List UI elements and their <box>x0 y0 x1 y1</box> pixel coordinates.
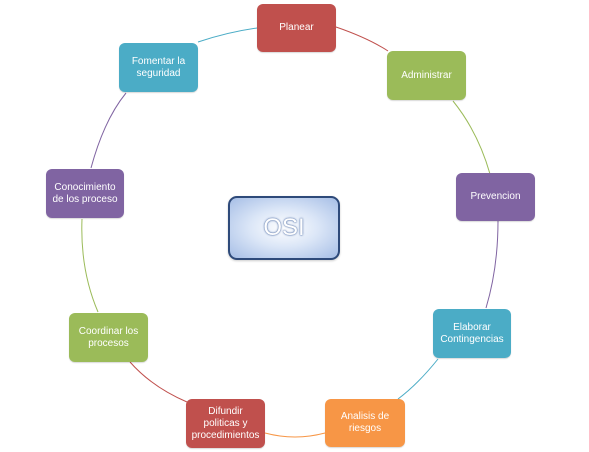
node-difundir-politicas: Difundir politicas y procedimientos <box>186 399 265 448</box>
connector-conocimiento-fomentar <box>90 92 127 169</box>
node-conocimiento-de-los-proceso: Conocimiento de los proceso <box>46 169 124 218</box>
center-node-osi: OSI <box>228 196 340 260</box>
node-elaborar-contingencias: Elaborar Contingencias <box>433 309 511 358</box>
connector-administrar-prevencion <box>452 100 491 175</box>
node-coordinar-los-procesos: Coordinar los procesos <box>69 313 148 362</box>
connector-analisis-difundir <box>264 432 326 438</box>
connector-planear-administrar <box>335 26 389 52</box>
node-fomentar-la-seguridad: Fomentar la seguridad <box>119 43 198 92</box>
node-administrar: Administrar <box>387 51 466 100</box>
node-planear: Planear <box>257 4 336 52</box>
node-analisis-de-riesgos: Analisis de riesgos <box>325 399 405 447</box>
connector-prevencion-elaborar <box>485 220 499 309</box>
connector-difundir-coordinar <box>129 361 188 403</box>
node-prevencion: Prevencion <box>456 173 535 221</box>
connector-elaborar-analisis <box>397 358 439 400</box>
connector-coordinar-conocimiento <box>81 218 99 313</box>
connector-fomentar-planear <box>197 27 258 43</box>
